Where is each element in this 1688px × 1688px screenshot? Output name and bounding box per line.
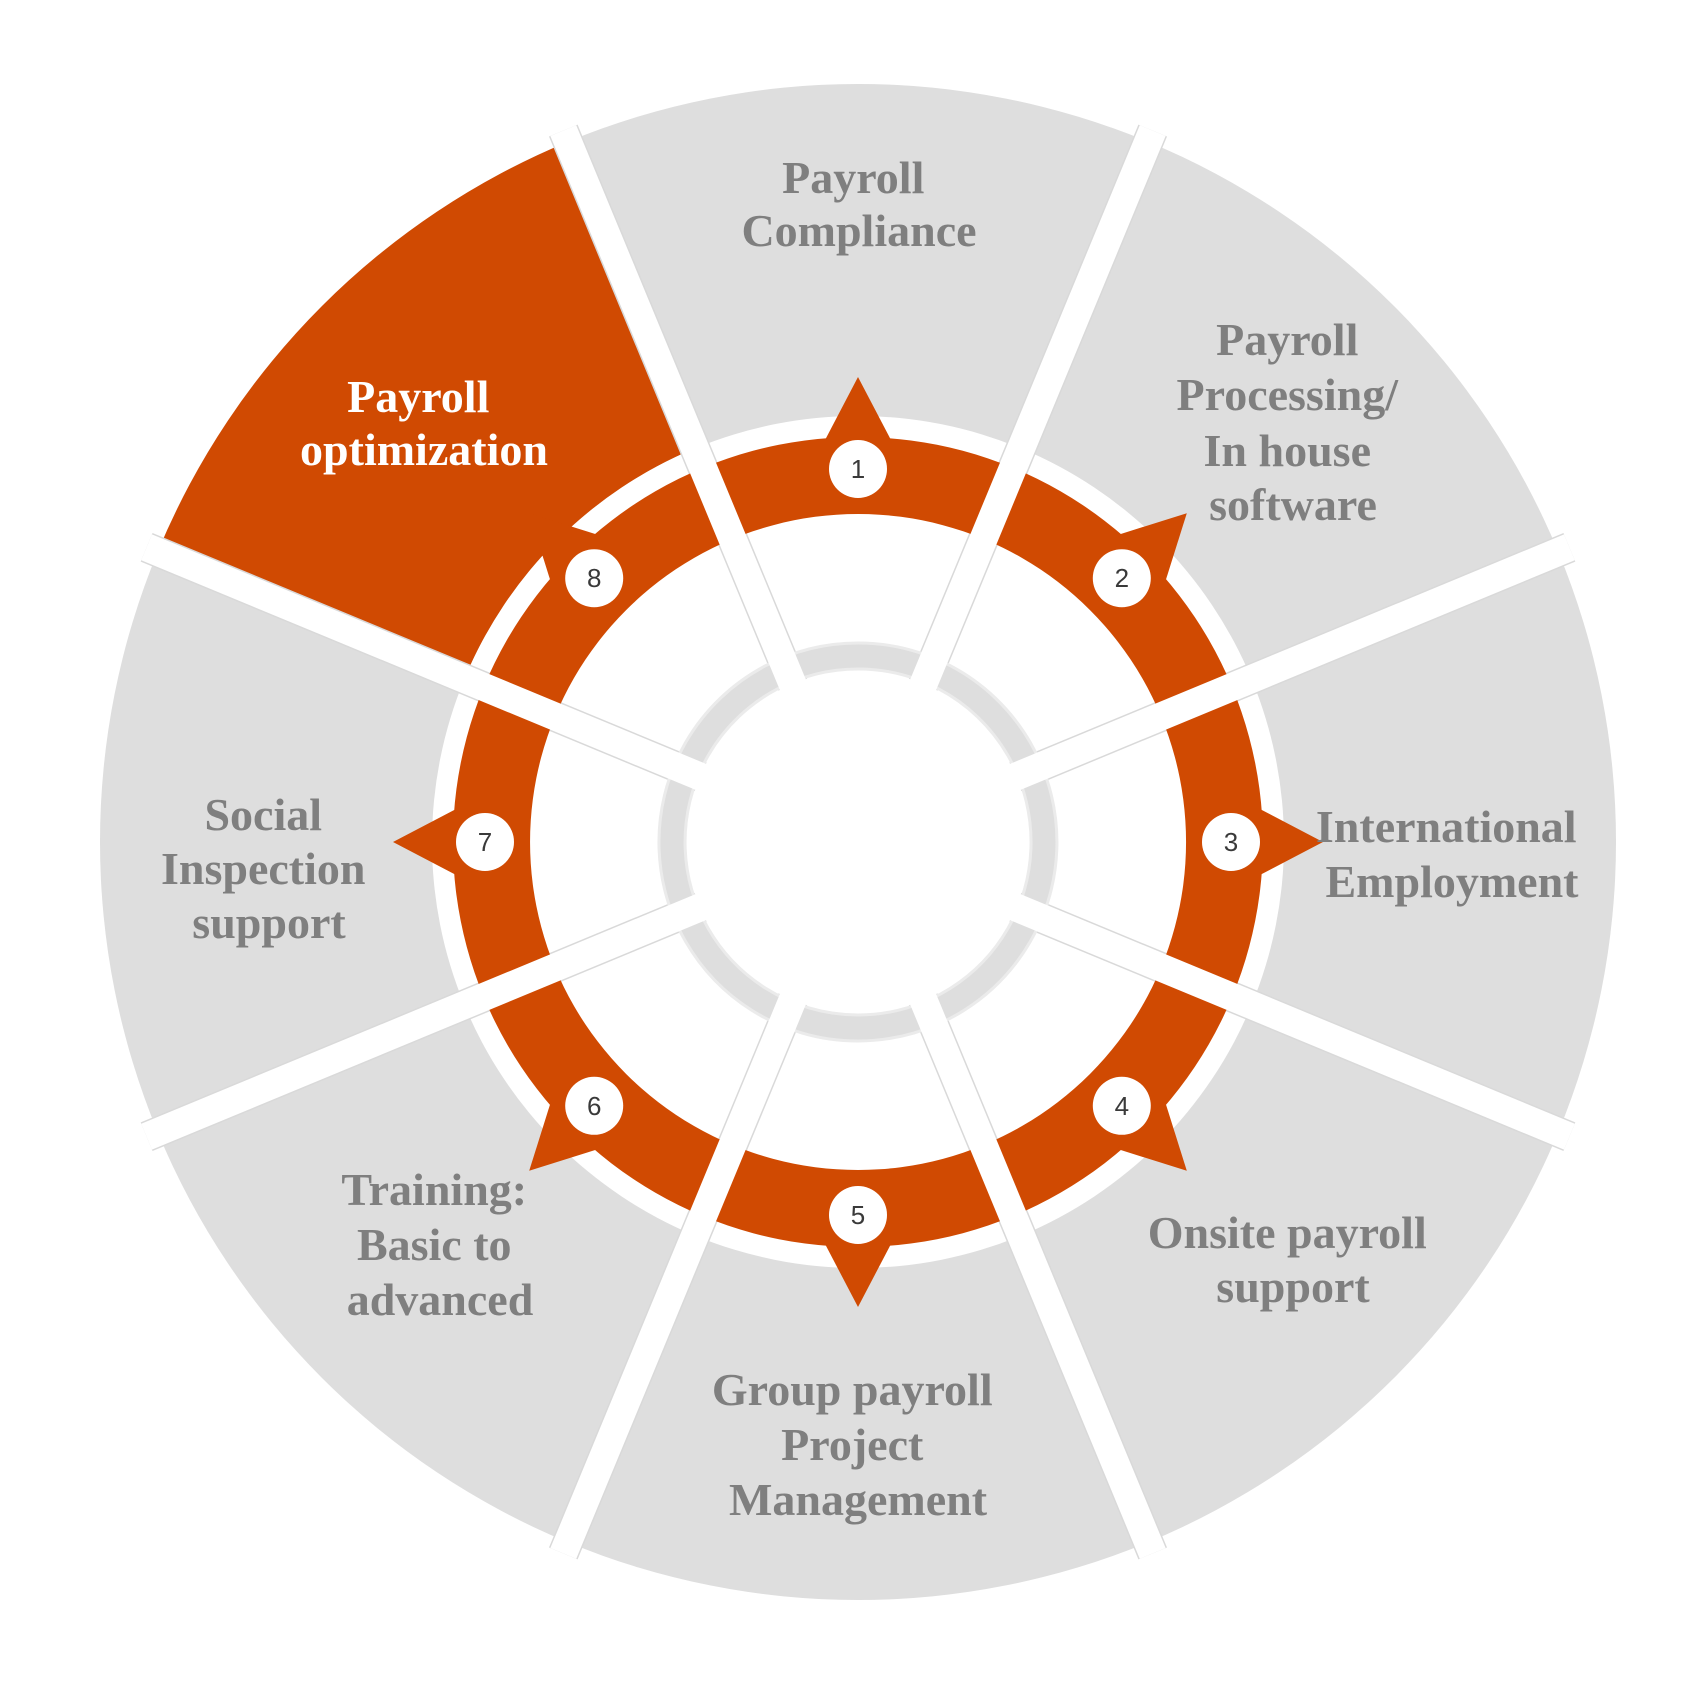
arrow-4-icon <box>1116 1100 1187 1171</box>
step-badge-6[interactable]: 6 <box>565 1076 624 1135</box>
segment-6-label[interactable]: Training: Basic to advanced <box>341 1164 538 1325</box>
step-number: 1 <box>851 454 865 484</box>
arrow-6-icon <box>529 1100 600 1171</box>
step-number: 2 <box>1115 563 1129 593</box>
arrow-5-icon <box>824 1242 892 1307</box>
step-number: 6 <box>587 1091 601 1121</box>
step-badge-2[interactable]: 2 <box>1092 549 1151 608</box>
step-number: 5 <box>851 1200 865 1230</box>
segment-4-label[interactable]: Onsite payroll support <box>1148 1207 1439 1312</box>
step-badge-5[interactable]: 5 <box>829 1186 887 1244</box>
step-badge-4[interactable]: 4 <box>1092 1076 1151 1135</box>
step-number: 4 <box>1115 1091 1129 1121</box>
arrow-7-icon <box>393 808 458 876</box>
segment-2-label[interactable]: Payroll Processing/ In house software <box>1177 314 1410 530</box>
step-badge-8[interactable]: 8 <box>565 549 624 608</box>
arrow-2-icon <box>1116 513 1187 584</box>
arrow-8-icon <box>529 513 600 584</box>
inner-ring <box>657 641 1059 1043</box>
segment-3-label[interactable]: International Employment <box>1316 801 1588 907</box>
step-badge-7[interactable]: 7 <box>456 813 514 871</box>
segment-8-highlight[interactable] <box>157 141 695 679</box>
step-number: 3 <box>1224 827 1238 857</box>
arrow-1-icon <box>824 377 892 442</box>
segment-1-label[interactable]: Payroll Compliance <box>741 152 976 256</box>
arrows <box>393 377 1323 1307</box>
segment-7-label[interactable]: Social Inspection support <box>161 789 377 948</box>
arrow-3-icon <box>1258 808 1323 876</box>
segment-5-label[interactable]: Group payroll Project Management <box>712 1364 1004 1525</box>
step-number: 7 <box>478 827 492 857</box>
step-number: 8 <box>587 563 601 593</box>
step-badge-1[interactable]: 1 <box>829 440 887 498</box>
center-hub-cover <box>693 677 1023 1007</box>
step-badge-3[interactable]: 3 <box>1202 813 1260 871</box>
segment-8-label[interactable]: Payroll optimization <box>300 371 548 475</box>
